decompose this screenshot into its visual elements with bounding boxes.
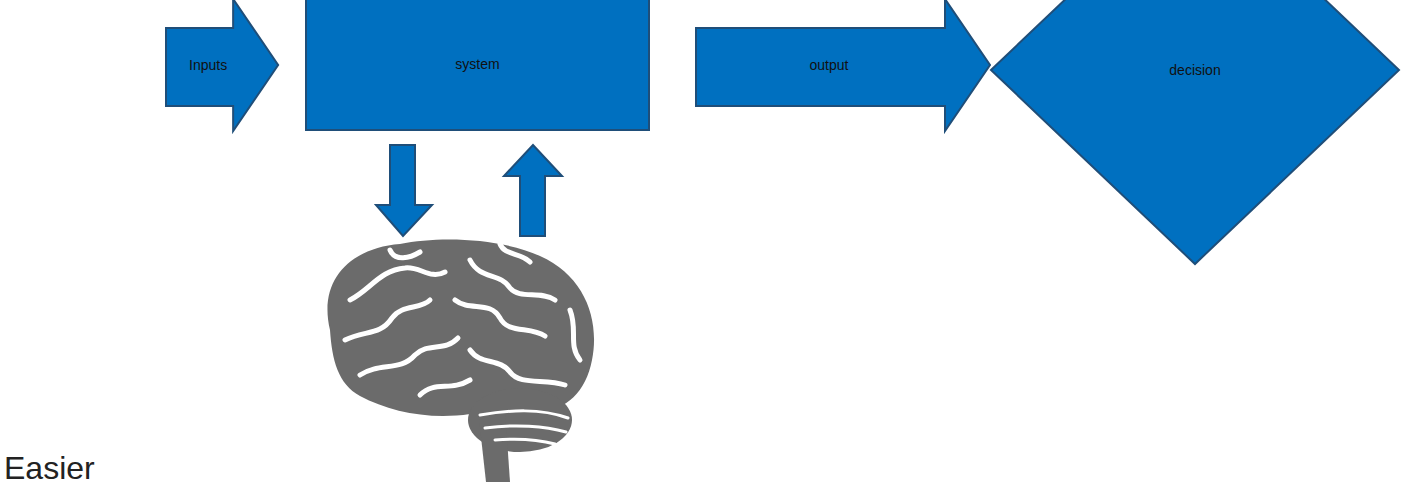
up-arrow xyxy=(504,145,562,236)
output-arrow: output xyxy=(695,0,990,132)
node-label: Inputs xyxy=(189,57,227,73)
node-label: output xyxy=(810,57,849,73)
decision-diamond: decision xyxy=(990,0,1400,265)
node-label: decision xyxy=(1169,62,1220,78)
down-arrow xyxy=(376,145,432,236)
shape-fill xyxy=(306,0,649,130)
input-arrow: Inputs xyxy=(165,0,278,132)
shape-fill xyxy=(696,0,990,131)
shape-fill xyxy=(991,0,1399,264)
process-box: system xyxy=(305,0,650,131)
side-note: Easier xyxy=(4,450,95,487)
brain-icon xyxy=(327,240,594,482)
node-label: system xyxy=(455,56,499,72)
shape-outline xyxy=(990,0,1400,265)
shape-fill xyxy=(166,0,278,131)
